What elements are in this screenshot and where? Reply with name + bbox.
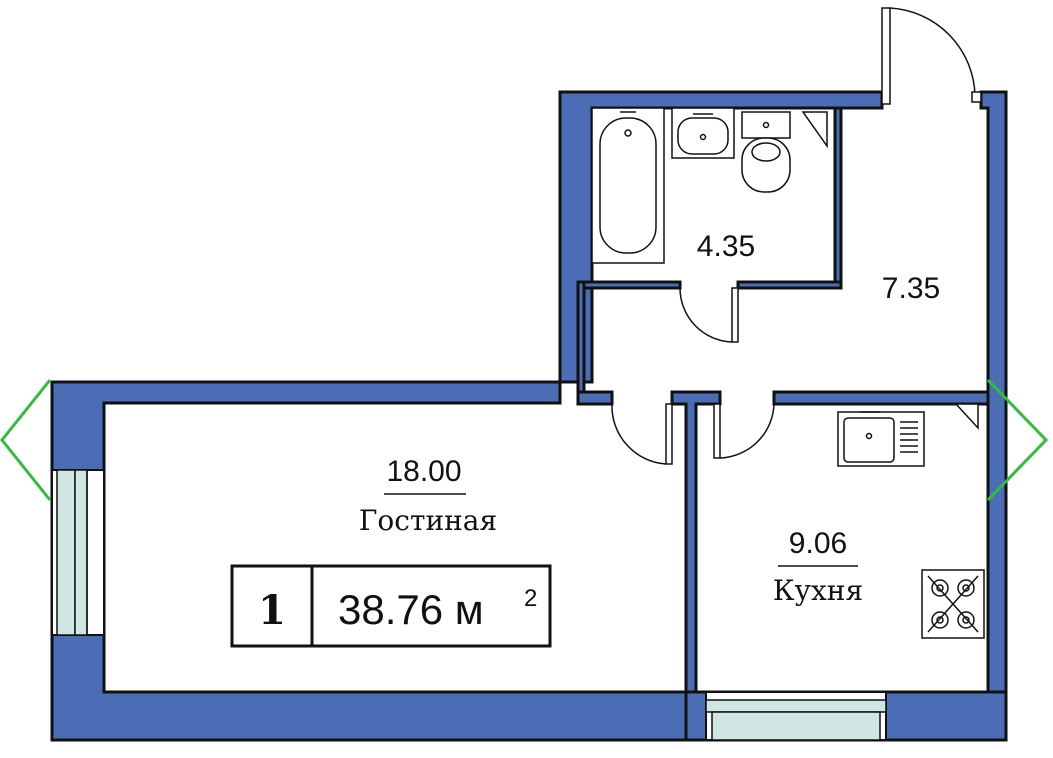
living-name: Гостиная	[359, 504, 497, 537]
kitchen-name: Кухня	[773, 574, 863, 607]
wall-living-outer	[50, 380, 688, 742]
door-swing-icon	[881, 7, 982, 105]
living-area: 18.00	[386, 455, 461, 488]
total-area: 38.76 м	[338, 586, 484, 633]
view-direction-marker-icon	[986, 378, 1049, 502]
wall-bath-bottom-right	[736, 280, 843, 290]
wall-bath-bottom-left	[576, 280, 682, 290]
bathroom-area: 4.35	[697, 230, 755, 263]
summary-badge: 1 38.76 м 2	[230, 564, 552, 648]
view-direction-marker-icon	[0, 379, 52, 501]
wall-living-kitchen	[670, 390, 722, 694]
wall-bath-right	[833, 106, 843, 290]
kitchen-sink-icon	[837, 403, 979, 467]
area-unit-superscript: 2	[524, 585, 537, 612]
kitchen-area: 9.06	[789, 527, 847, 560]
stove-icon	[921, 569, 985, 639]
wall-hall-left-stub	[576, 280, 586, 396]
doors	[611, 7, 982, 465]
wall-kitchen-top	[772, 390, 990, 406]
rooms-count: 1	[258, 587, 286, 634]
wall-right-outer	[979, 90, 1008, 694]
door-swing-icon	[713, 403, 775, 459]
bathtub-icon	[591, 107, 665, 264]
window-bottom	[705, 691, 887, 741]
window-left	[51, 469, 105, 636]
toilet-icon	[741, 111, 828, 193]
door-swing-icon	[679, 287, 739, 343]
washbasin-icon	[671, 107, 735, 159]
hallway-area: 7.35	[882, 272, 940, 305]
wall-hall-bottom-left	[576, 390, 614, 406]
door-swing-icon	[611, 403, 673, 465]
